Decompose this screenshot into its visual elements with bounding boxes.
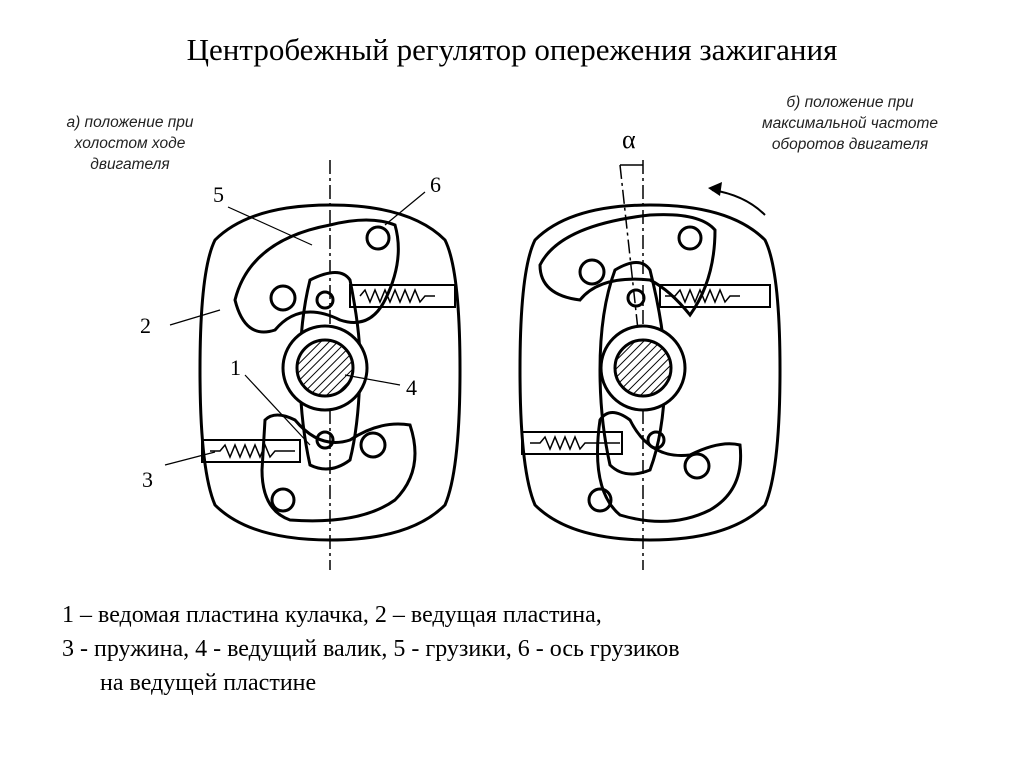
spring-slot: [521, 431, 623, 455]
caption-line: б) положение при: [786, 94, 914, 111]
label-3: 3: [142, 467, 153, 492]
caption-line: холостом ходе: [74, 135, 186, 152]
regulator-max-rpm: [518, 160, 782, 570]
weight-pivot: [365, 225, 391, 251]
label-4: 4: [406, 375, 417, 400]
pin: [269, 284, 297, 312]
label-6: 6: [430, 172, 441, 197]
caption-idle-position: а) положение при холостом ходе двигателя: [30, 112, 230, 175]
label-2: 2: [140, 313, 151, 338]
drive-shaft: [613, 338, 673, 398]
arrow-head: [708, 182, 722, 196]
label-5: 5: [213, 182, 224, 207]
legend-line: на ведущей пластине: [100, 670, 317, 696]
label-alpha: α: [622, 125, 636, 154]
weight-bottom: [596, 411, 743, 523]
weight-pivot: [587, 487, 613, 513]
weight-pivot: [270, 487, 296, 513]
pin: [683, 452, 711, 480]
caption-line: а) положение при: [66, 114, 194, 131]
weight-bottom: [260, 413, 417, 523]
drive-plate: [198, 203, 462, 542]
weight-top: [538, 213, 717, 318]
pin: [359, 431, 387, 459]
pin: [646, 430, 666, 450]
weight-top: [233, 218, 400, 334]
pin: [578, 258, 606, 286]
spring-slot: [659, 284, 771, 308]
pin: [315, 430, 335, 450]
spring-bottom: [210, 443, 295, 459]
drive-plate: [518, 203, 782, 542]
spring-slot: [201, 439, 301, 463]
legend-line: 3 - пружина, 4 - ведущий валик, 5 - груз…: [62, 636, 680, 662]
shifted-axis: [619, 164, 639, 331]
spring-top: [359, 288, 435, 304]
caption-max-rpm-position: б) положение при максимальной частоте об…: [720, 92, 980, 155]
legend-line: 1 – ведомая пластина кулачка, 2 – ведуща…: [62, 602, 602, 628]
slide-title: Центробежный регулятор опережения зажига…: [186, 32, 838, 67]
regulator-idle: [198, 160, 462, 570]
spring-top: [665, 288, 740, 304]
spring-slot: [349, 284, 456, 308]
caption-line: оборотов двигателя: [771, 136, 929, 153]
drive-shaft: [295, 338, 355, 398]
weight-pivot: [677, 225, 703, 251]
pin: [626, 288, 646, 308]
legend: 1 – ведомая пластина кулачка, 2 – ведуща…: [62, 598, 680, 700]
label-1: 1: [230, 355, 241, 380]
pin: [315, 290, 335, 310]
caption-line: двигателя: [90, 156, 170, 173]
caption-line: максимальной частоте: [761, 115, 939, 132]
spring-bottom: [530, 435, 620, 451]
